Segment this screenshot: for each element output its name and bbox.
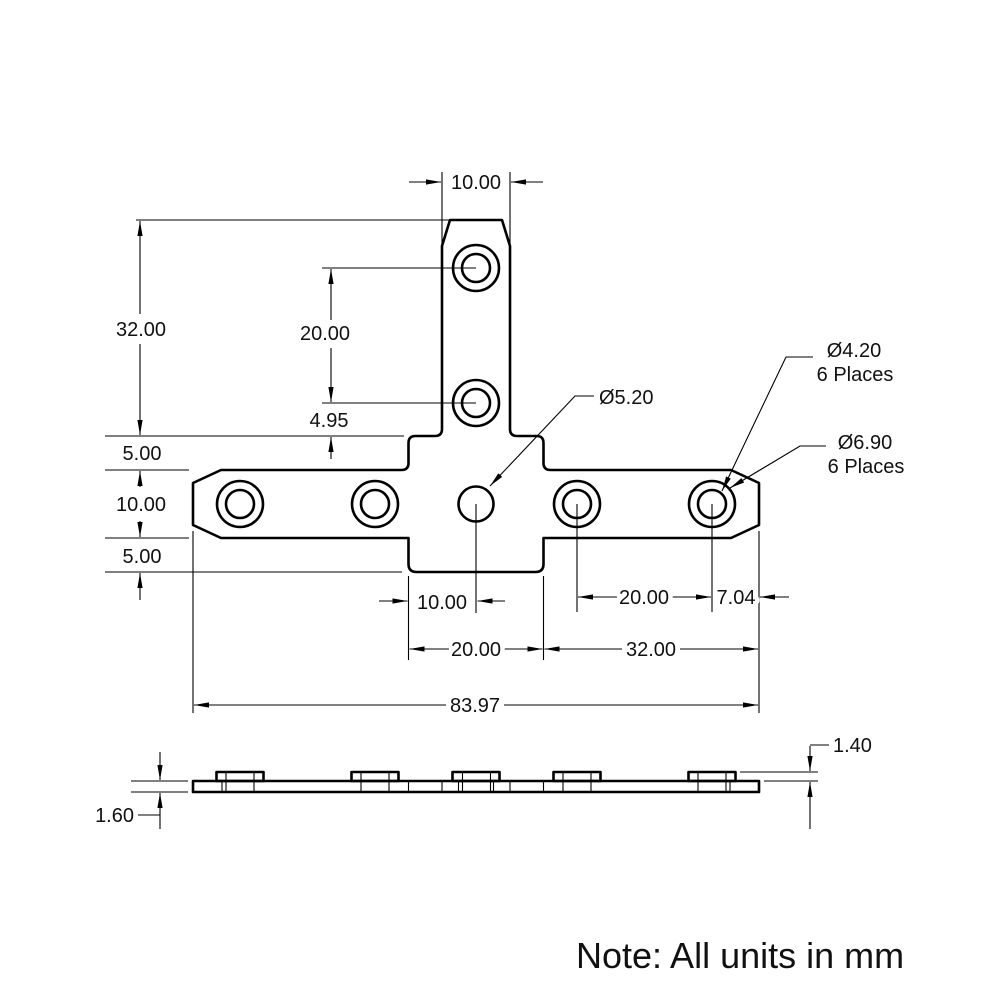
boss-circle	[350, 479, 400, 529]
dim-tab-to-end: 32.00	[626, 639, 676, 661]
leader-hole-dia	[721, 356, 813, 492]
side-view-edge-lines	[221, 772, 731, 792]
boss-section	[552, 770, 602, 783]
extension-lines	[105, 172, 829, 816]
dim-stem-hole-pitch: 20.00	[300, 323, 350, 345]
dim-boss-height: 1.40	[833, 735, 872, 757]
boss-section	[215, 770, 265, 783]
dimension-labels: 10.00 32.00 20.00 4.95 5.00 10.00 5.00 Ø…	[91, 168, 909, 832]
hole-circle	[224, 488, 256, 520]
dim-stem-width: 10.00	[451, 172, 501, 194]
boss-section	[451, 770, 501, 783]
hole-circle	[359, 488, 391, 520]
label-center-hole-dia: Ø5.20	[599, 387, 653, 409]
dimension-lines	[137, 179, 826, 829]
plate-section	[191, 779, 761, 794]
dim-tab-drop: 5.00	[123, 546, 162, 568]
leader-boss-dia	[729, 445, 826, 489]
dim-tab-rise: 5.00	[123, 443, 162, 465]
dim-hole-to-end: 7.04	[717, 587, 756, 609]
side-view	[191, 770, 761, 794]
dim-arm-width: 10.00	[116, 494, 166, 516]
units-note: Note: All units in mm	[576, 935, 904, 976]
label-boss-dia-qty: 6 Places	[828, 456, 905, 478]
dim-tab-width: 20.00	[451, 639, 501, 661]
dim-right-hole-pitch: 20.00	[619, 587, 669, 609]
boss-section	[350, 770, 400, 783]
leader-center-hole	[489, 395, 594, 487]
dim-plate-thickness: 1.60	[95, 805, 134, 827]
label-boss-dia: Ø6.90	[838, 432, 892, 454]
dim-center-hole-to-tab-edge: 10.00	[417, 592, 467, 614]
boss-circle	[215, 479, 265, 529]
plate-outline	[191, 218, 761, 574]
dim-overall-stem-height: 32.00	[116, 319, 166, 341]
dim-overall-length: 83.97	[450, 695, 500, 717]
dim-stem-hole-to-tab: 4.95	[310, 410, 349, 432]
label-hole-dia: Ø4.20	[827, 340, 881, 362]
boss-section	[687, 770, 737, 783]
label-hole-dia-qty: 6 Places	[817, 364, 894, 386]
